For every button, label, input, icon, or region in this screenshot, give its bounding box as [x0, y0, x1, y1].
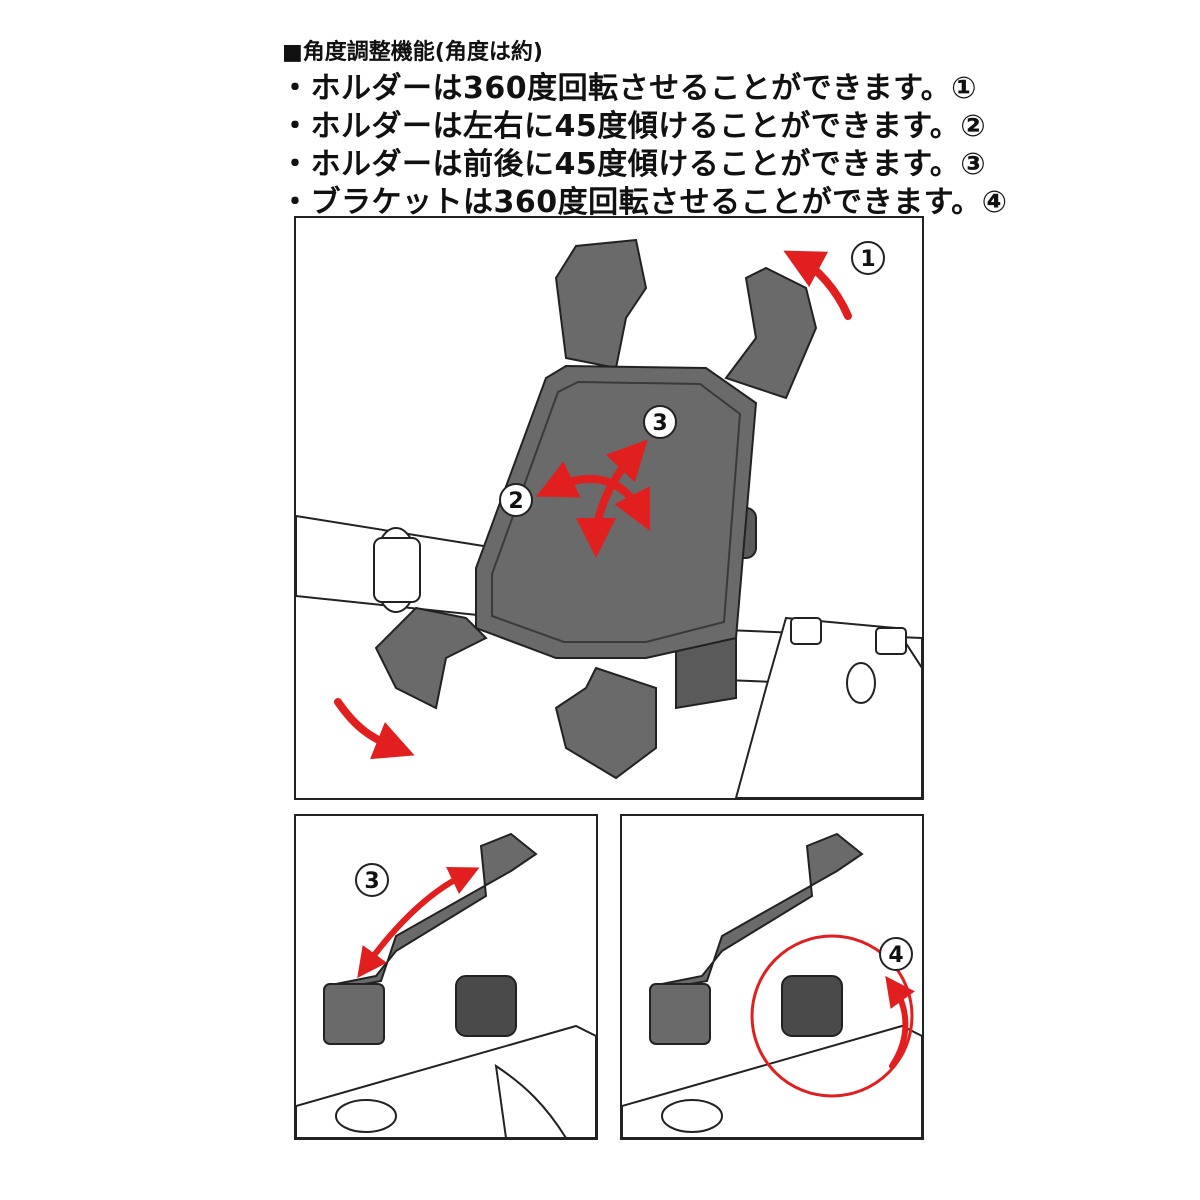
badge-4: 4: [879, 937, 913, 971]
svg-text:3: 3: [364, 869, 379, 894]
front-back-tilt-illustration: 3: [296, 832, 596, 1138]
svg-text:2: 2: [508, 489, 523, 514]
rotate-arrow: [885, 975, 915, 1069]
svg-text:1: 1: [860, 247, 875, 272]
feature-line-2: ・ホルダーは左右に45度傾けることができます。②: [280, 109, 987, 144]
section-heading: ■角度調整機能(角度は約): [282, 40, 543, 65]
feature-list: ・ホルダーは360度回転させることができます。① ・ホルダーは左右に45度傾ける…: [280, 70, 1008, 222]
feature-line-3: ・ホルダーは前後に45度傾けることができます。③: [280, 147, 987, 182]
svg-text:4: 4: [888, 943, 903, 968]
bracket-rotation-illustration: 4: [622, 832, 922, 1138]
badge-3: 3: [643, 405, 677, 439]
holder-arms: [374, 238, 818, 780]
badge-2: 2: [499, 483, 533, 517]
tilt-illustration-panel: 3: [294, 814, 598, 1140]
tilt-arrow: [357, 866, 480, 979]
bike-stem: [734, 616, 922, 798]
feature-line-1: ・ホルダーは360度回転させることができます。①: [280, 71, 978, 106]
badge-1: 1: [851, 241, 885, 275]
svg-text:3: 3: [652, 411, 667, 436]
rotation-circle: [750, 934, 914, 1098]
rotation-arrows: [334, 250, 852, 760]
main-illustration-panel: 1 2 3: [294, 216, 924, 800]
badge-3-tilt: 3: [355, 863, 389, 897]
rotate-illustration-panel: 4: [620, 814, 924, 1140]
feature-line-4: ・ブラケットは360度回転させることができます。④: [280, 185, 1008, 220]
phone-holder-illustration: 1 2 3: [296, 238, 922, 798]
